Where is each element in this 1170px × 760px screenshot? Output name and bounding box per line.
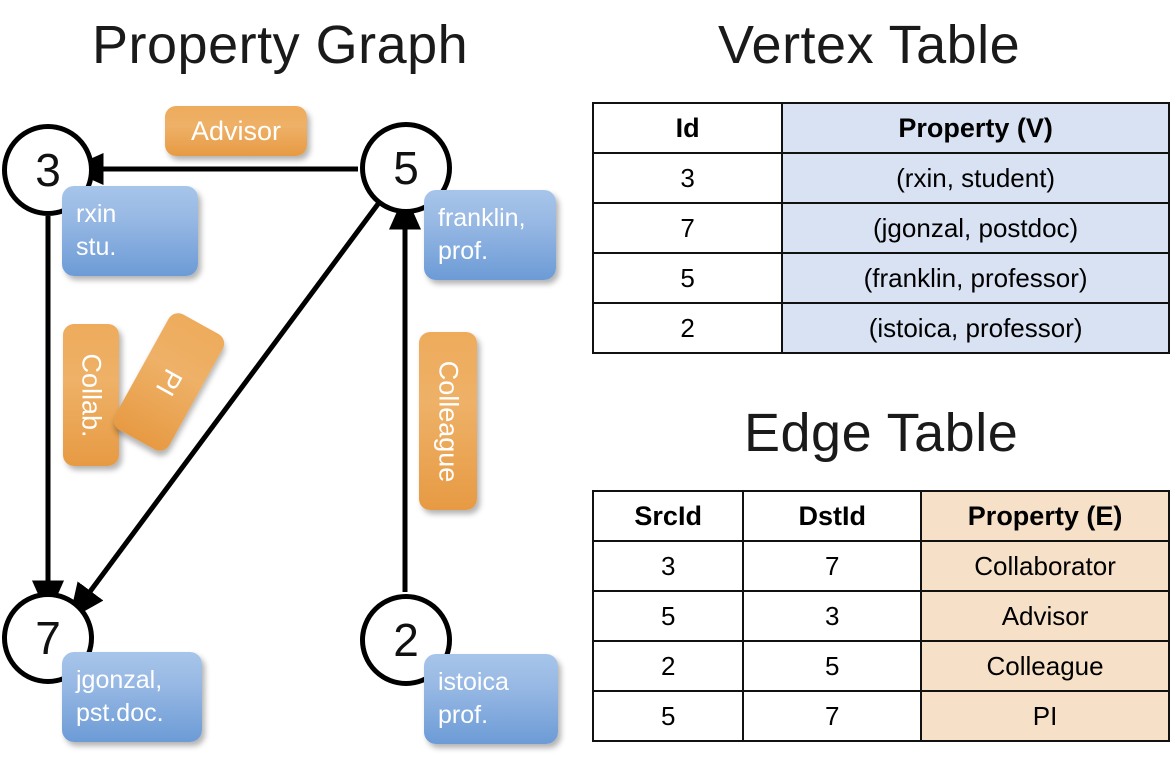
edge-table-cell-property: Colleague bbox=[920, 640, 1170, 692]
page-title-property-graph: Property Graph bbox=[92, 15, 469, 75]
node-property-bubble-istoica: istoica prof. bbox=[424, 654, 558, 744]
node-property-franklin-line1: franklin, bbox=[438, 204, 526, 232]
edge-table-cell-dstid: 7 bbox=[742, 540, 923, 592]
node-property-franklin-line2: prof. bbox=[438, 237, 489, 265]
node-property-istoica-line1: istoica bbox=[438, 668, 509, 696]
graph-edge-lines bbox=[32, 153, 421, 620]
edge-table-header-property: Property (E) bbox=[920, 490, 1170, 542]
graph-node-5[interactable]: 5 bbox=[360, 122, 452, 214]
edge-label-collab: Collab. bbox=[63, 324, 119, 466]
property-graph-diagram: 3 5 7 2 rxin stu. franklin, prof. jgonza… bbox=[2, 106, 558, 744]
node-property-jgonzal-line1: jgonzal, bbox=[76, 666, 163, 694]
edge-label-collab-text: Collab. bbox=[76, 352, 107, 438]
edge-table-cell-srcid: 5 bbox=[591, 690, 745, 742]
edge-table-cell-property: Collaborator bbox=[920, 540, 1170, 592]
edge-line-pi bbox=[69, 202, 381, 620]
edge-label-colleague-text: Colleague bbox=[433, 360, 464, 482]
graph-node-3-label: 3 bbox=[35, 144, 61, 196]
edge-table-cell-dstid: 7 bbox=[742, 690, 923, 742]
table-row: 3 7 Collaborator bbox=[591, 540, 1170, 592]
edge-table-header-row: SrcId DstId Property (E) bbox=[591, 490, 1170, 542]
graph-node-7-label: 7 bbox=[35, 612, 61, 664]
vertex-table-header-id: Id bbox=[591, 102, 784, 154]
edge-table: SrcId DstId Property (E) 3 7 Collaborato… bbox=[591, 490, 1170, 742]
node-property-bubble-franklin: franklin, prof. bbox=[424, 190, 556, 280]
node-property-bubble-jgonzal: jgonzal, pst.doc. bbox=[62, 652, 202, 742]
vertex-table-cell-id: 3 bbox=[591, 152, 784, 204]
edge-table-cell-property: Advisor bbox=[920, 590, 1170, 642]
table-row: 3 (rxin, student) bbox=[591, 152, 1170, 204]
node-property-jgonzal-line2: pst.doc. bbox=[76, 699, 164, 727]
edge-label-pi-text: PI bbox=[150, 363, 189, 401]
edge-table-cell-dstid: 3 bbox=[742, 590, 923, 642]
edge-table-cell-dstid: 5 bbox=[742, 640, 923, 692]
node-property-bubble-rxin: rxin stu. bbox=[62, 186, 198, 276]
edge-table-header-dstid: DstId bbox=[742, 490, 923, 542]
vertex-table-cell-id: 7 bbox=[591, 202, 784, 254]
graph-node-2-label: 2 bbox=[393, 614, 419, 666]
edge-table-header-srcid: SrcId bbox=[591, 490, 745, 542]
table-row: 5 7 PI bbox=[591, 690, 1170, 742]
graph-node-5-label: 5 bbox=[393, 142, 419, 194]
vertex-table-header-property: Property (V) bbox=[781, 102, 1170, 154]
node-property-rxin-line1: rxin bbox=[76, 200, 117, 228]
node-property-istoica-line2: prof. bbox=[438, 701, 489, 729]
edge-table-cell-srcid: 2 bbox=[591, 640, 745, 692]
vertex-table-cell-property: (istoica, professor) bbox=[781, 302, 1170, 354]
edge-label-colleague: Colleague bbox=[419, 332, 477, 510]
graph-node-2[interactable]: 2 bbox=[360, 594, 452, 686]
table-row: 5 (franklin, professor) bbox=[591, 252, 1170, 304]
edge-table-cell-srcid: 3 bbox=[591, 540, 745, 592]
table-row: 2 (istoica, professor) bbox=[591, 302, 1170, 354]
vertex-table-cell-property: (rxin, student) bbox=[781, 152, 1170, 204]
vertex-table-header-row: Id Property (V) bbox=[591, 102, 1170, 154]
table-row: 7 (jgonzal, postdoc) bbox=[591, 202, 1170, 254]
edge-label-advisor: Advisor bbox=[165, 106, 307, 156]
node-property-rxin-line2: stu. bbox=[76, 233, 117, 261]
vertex-table-cell-id: 2 bbox=[591, 302, 784, 354]
vertex-table: Id Property (V) 3 (rxin, student) 7 (jgo… bbox=[591, 102, 1170, 354]
edge-table-cell-srcid: 5 bbox=[591, 590, 745, 642]
page-title-vertex-table: Vertex Table bbox=[718, 15, 1021, 75]
page-title-edge-table: Edge Table bbox=[744, 403, 1019, 463]
edge-table-cell-property: PI bbox=[920, 690, 1170, 742]
table-row: 2 5 Colleague bbox=[591, 640, 1170, 692]
vertex-table-cell-id: 5 bbox=[591, 252, 784, 304]
edge-label-advisor-text: Advisor bbox=[190, 115, 282, 146]
vertex-table-cell-property: (franklin, professor) bbox=[781, 252, 1170, 304]
vertex-table-cell-property: (jgonzal, postdoc) bbox=[781, 202, 1170, 254]
table-row: 5 3 Advisor bbox=[591, 590, 1170, 642]
